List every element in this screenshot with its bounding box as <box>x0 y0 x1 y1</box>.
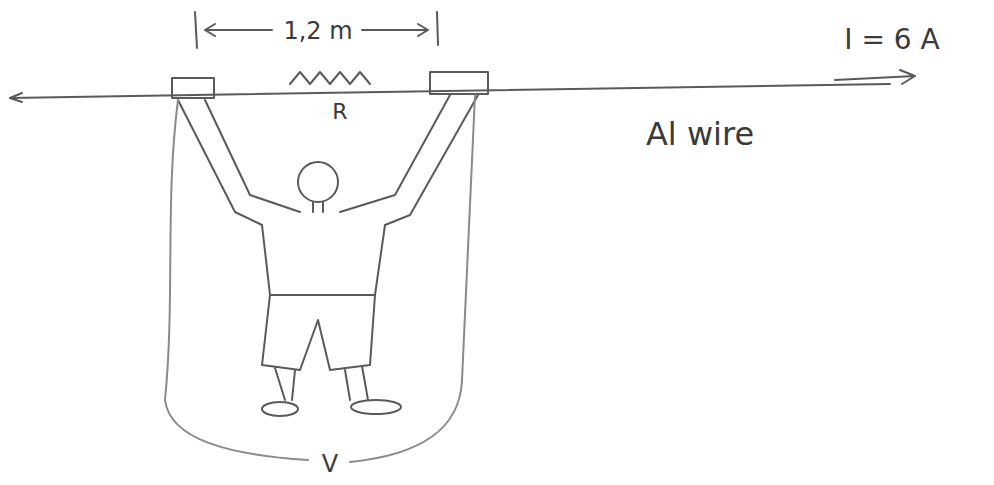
person-foot <box>351 400 401 414</box>
person-torso <box>262 225 385 295</box>
dimension-tick <box>437 12 438 45</box>
material-label: Al wire <box>646 117 754 152</box>
dimension-label: 1,2 m <box>283 18 352 44</box>
person-shorts <box>262 295 375 370</box>
voltage-label: V <box>322 451 338 477</box>
right-clamp <box>430 72 488 94</box>
person-neck <box>313 202 323 212</box>
resistor-symbol <box>290 72 370 84</box>
resistor-label: R <box>332 100 347 124</box>
person-head <box>298 162 338 202</box>
dimension-arrow <box>205 24 272 36</box>
voltmeter-lead <box>350 95 475 462</box>
left-clamp <box>172 78 214 98</box>
wire-end-arrow <box>10 93 22 102</box>
current-label: I = 6 A <box>844 25 939 56</box>
dimension-tick <box>195 12 197 48</box>
person-foot <box>262 402 298 416</box>
current-arrow <box>835 70 915 84</box>
right-arm <box>340 95 478 225</box>
dimension-arrow <box>362 24 428 36</box>
voltmeter-lead <box>165 100 308 460</box>
person-legs <box>275 366 368 400</box>
left-arm <box>178 100 300 225</box>
